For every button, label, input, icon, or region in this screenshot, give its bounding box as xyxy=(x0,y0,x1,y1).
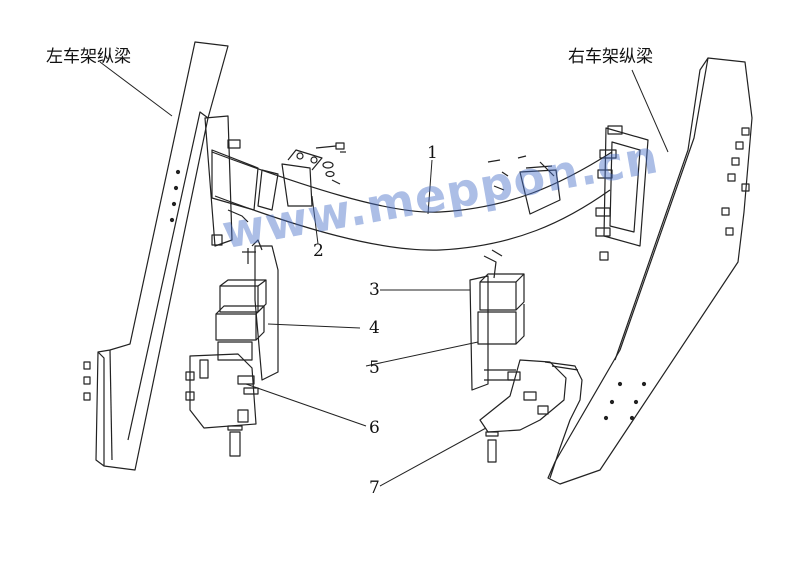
left-frame-rail xyxy=(83,41,229,471)
callout-7: 7 xyxy=(369,478,380,498)
leader-1 xyxy=(427,159,433,215)
leader-7 xyxy=(379,427,487,487)
left-engine-mount xyxy=(185,239,279,457)
crossmember-tube xyxy=(211,151,613,251)
leader-4 xyxy=(267,323,361,329)
right-engine-mount xyxy=(469,249,583,479)
right-rail-holes xyxy=(603,127,750,421)
left-rail-holes xyxy=(83,169,181,401)
leader-2 xyxy=(311,195,319,245)
right-rail-label: 右车架纵梁 xyxy=(568,47,653,67)
leader-5 xyxy=(365,341,479,367)
callout-3: 3 xyxy=(369,280,380,300)
callout-1: 1 xyxy=(427,143,438,163)
left-rail-label: 左车架纵梁 xyxy=(46,47,131,67)
callout-2: 2 xyxy=(313,241,324,261)
leader-lines xyxy=(99,61,669,487)
leader-left-rail xyxy=(99,61,173,117)
left-mounting-bracket xyxy=(204,115,346,247)
leader-right-rail xyxy=(631,69,669,153)
right-frame-rail xyxy=(547,57,753,485)
callout-6: 6 xyxy=(369,418,380,438)
right-mounting-bracket xyxy=(487,125,649,261)
callout-4: 4 xyxy=(369,318,380,338)
callout-5: 5 xyxy=(369,358,380,378)
leader-6 xyxy=(245,383,367,427)
